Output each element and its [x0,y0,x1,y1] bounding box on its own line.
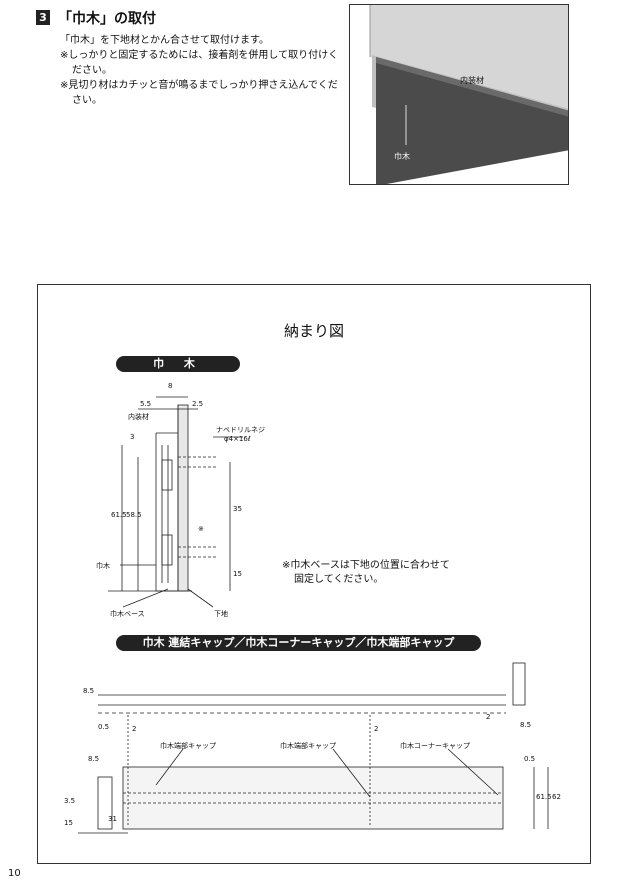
section-frame: 納まり図 巾 木 [37,284,591,864]
section-title: 納まり図 [283,322,344,340]
step-title: 「巾木」の取付 [58,11,156,27]
label-corner-cap: 巾木コーナーキャップ [400,742,470,750]
dim-3: 3 [130,433,135,441]
page-number: 10 [8,868,21,879]
dim-8-5-c: 8.5 [88,755,100,763]
dim-8-5-b: 8.5 [520,721,532,729]
label-screw: ナベドリルネジ [216,426,265,434]
asterisk-mark: ※ [198,525,204,533]
dim-61-5: 61.5 [111,511,127,519]
instruction-note: ※しっかりと固定するためには、接着剤を併用して取り付けください。 [60,50,339,76]
label-baseboard-section: 巾木 [96,562,110,570]
dim-31: 31 [108,815,117,823]
section-pill-baseboard: 巾 木 [116,356,240,372]
note-line: 固定してください。 [294,574,384,585]
label-baseboard: 巾木 [394,152,410,161]
dim-35: 35 [233,505,242,513]
dim-61-5-b: 61.5 [536,793,552,801]
label-interior-material: 内装材 [128,413,149,421]
dim-8: 8 [168,382,173,390]
instructions: 「巾木」を下地材とかん合させて取付けます。 ※しっかりと固定するためには、接着剤… [60,33,340,108]
label-end-cap-2: 巾木端部キャップ [280,742,336,750]
baseboard-photo: 内装材 巾木 [349,4,569,185]
label-screw-size: φ4×16ℓ [224,435,251,443]
dim-0-5-b: 0.5 [524,755,536,763]
label-baseboard-base: 巾木ベース [110,610,145,618]
dim-2-a: 2 [132,725,137,733]
dim-5-5: 5.5 [140,400,152,408]
dim-2-b: 2 [374,725,379,733]
dim-15: 15 [233,570,242,578]
dim-0-5-a: 0.5 [98,723,110,731]
dim-3-5: 3.5 [64,797,76,805]
label-interior: 内装材 [460,76,484,85]
note-line: ※巾木ベースは下地の位置に合わせて [282,560,450,571]
instruction-line: 「巾木」を下地材とかん合させて取付けます。 [60,35,269,46]
mounting-note: ※巾木ベースは下地の位置に合わせて 固定してください。 [282,559,492,587]
dim-2-5: 2.5 [192,400,204,408]
label-substrate: 下地 [214,610,228,618]
label-end-cap: 巾木端部キャップ [160,742,216,750]
dim-58-5: 58.5 [126,511,142,519]
baseboard-section-drawing [78,396,549,834]
dim-15-b: 15 [64,819,73,827]
section-pill-caps: 巾木 連結キャップ／巾木コーナーキャップ／巾木端部キャップ [116,635,481,651]
dim-62: 62 [552,793,561,801]
step-number: 3 [36,10,50,25]
dim-2-c: 2 [486,713,491,721]
instruction-note: ※見切り材はカチッと音が鳴るまでしっかり押さえ込んでください。 [60,80,338,106]
dim-8-5-a: 8.5 [83,687,95,695]
